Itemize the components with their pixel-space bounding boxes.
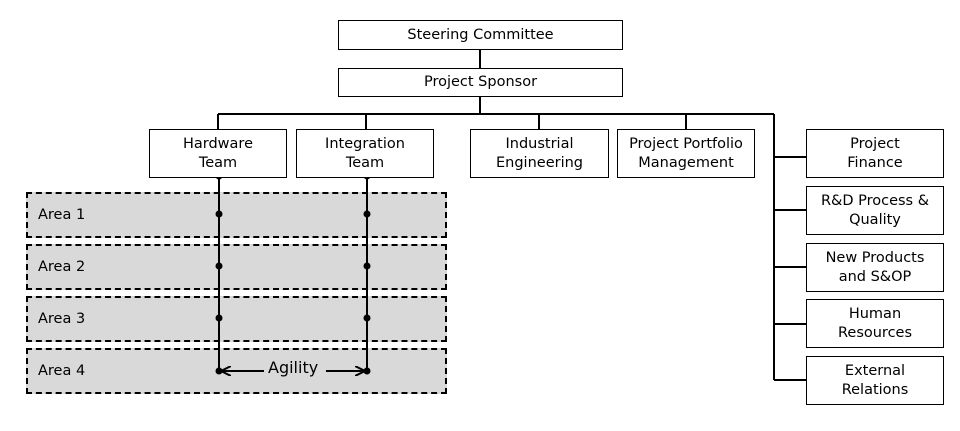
external-relations-box: External Relations [806,356,944,405]
industrial-engineering-box: Industrial Engineering [470,129,609,178]
steering-committee-box: Steering Committee [338,20,623,50]
node-hardware-area-4 [215,367,223,375]
area-band-3: Area 3 [26,296,447,342]
area-label-3: Area 3 [38,311,86,327]
hardware-team-box: Hardware Team [149,129,287,178]
human-resources-box: Human Resources [806,299,944,348]
node-hardware-area-1 [215,210,223,218]
area-label-1: Area 1 [38,207,86,223]
new-products-box: New Products and S&OP [806,243,944,292]
node-integration-area-3 [363,314,371,322]
area-band-1: Area 1 [26,192,447,238]
node-integration-area-2 [363,262,371,270]
area-band-2: Area 2 [26,244,447,290]
node-hardware-area-3 [215,314,223,322]
area-label-4: Area 4 [38,363,86,379]
area-label-2: Area 2 [38,259,86,275]
project-finance-box: Project Finance [806,129,944,178]
agility-label: Agility [268,358,319,377]
integration-team-box: Integration Team [296,129,434,178]
node-integration-area-4 [363,367,371,375]
rd-process-box: R&D Process & Quality [806,186,944,235]
node-integration-area-1 [363,210,371,218]
project-portfolio-box: Project Portfolio Management [617,129,755,178]
node-hardware-area-2 [215,262,223,270]
project-sponsor-box: Project Sponsor [338,68,623,97]
